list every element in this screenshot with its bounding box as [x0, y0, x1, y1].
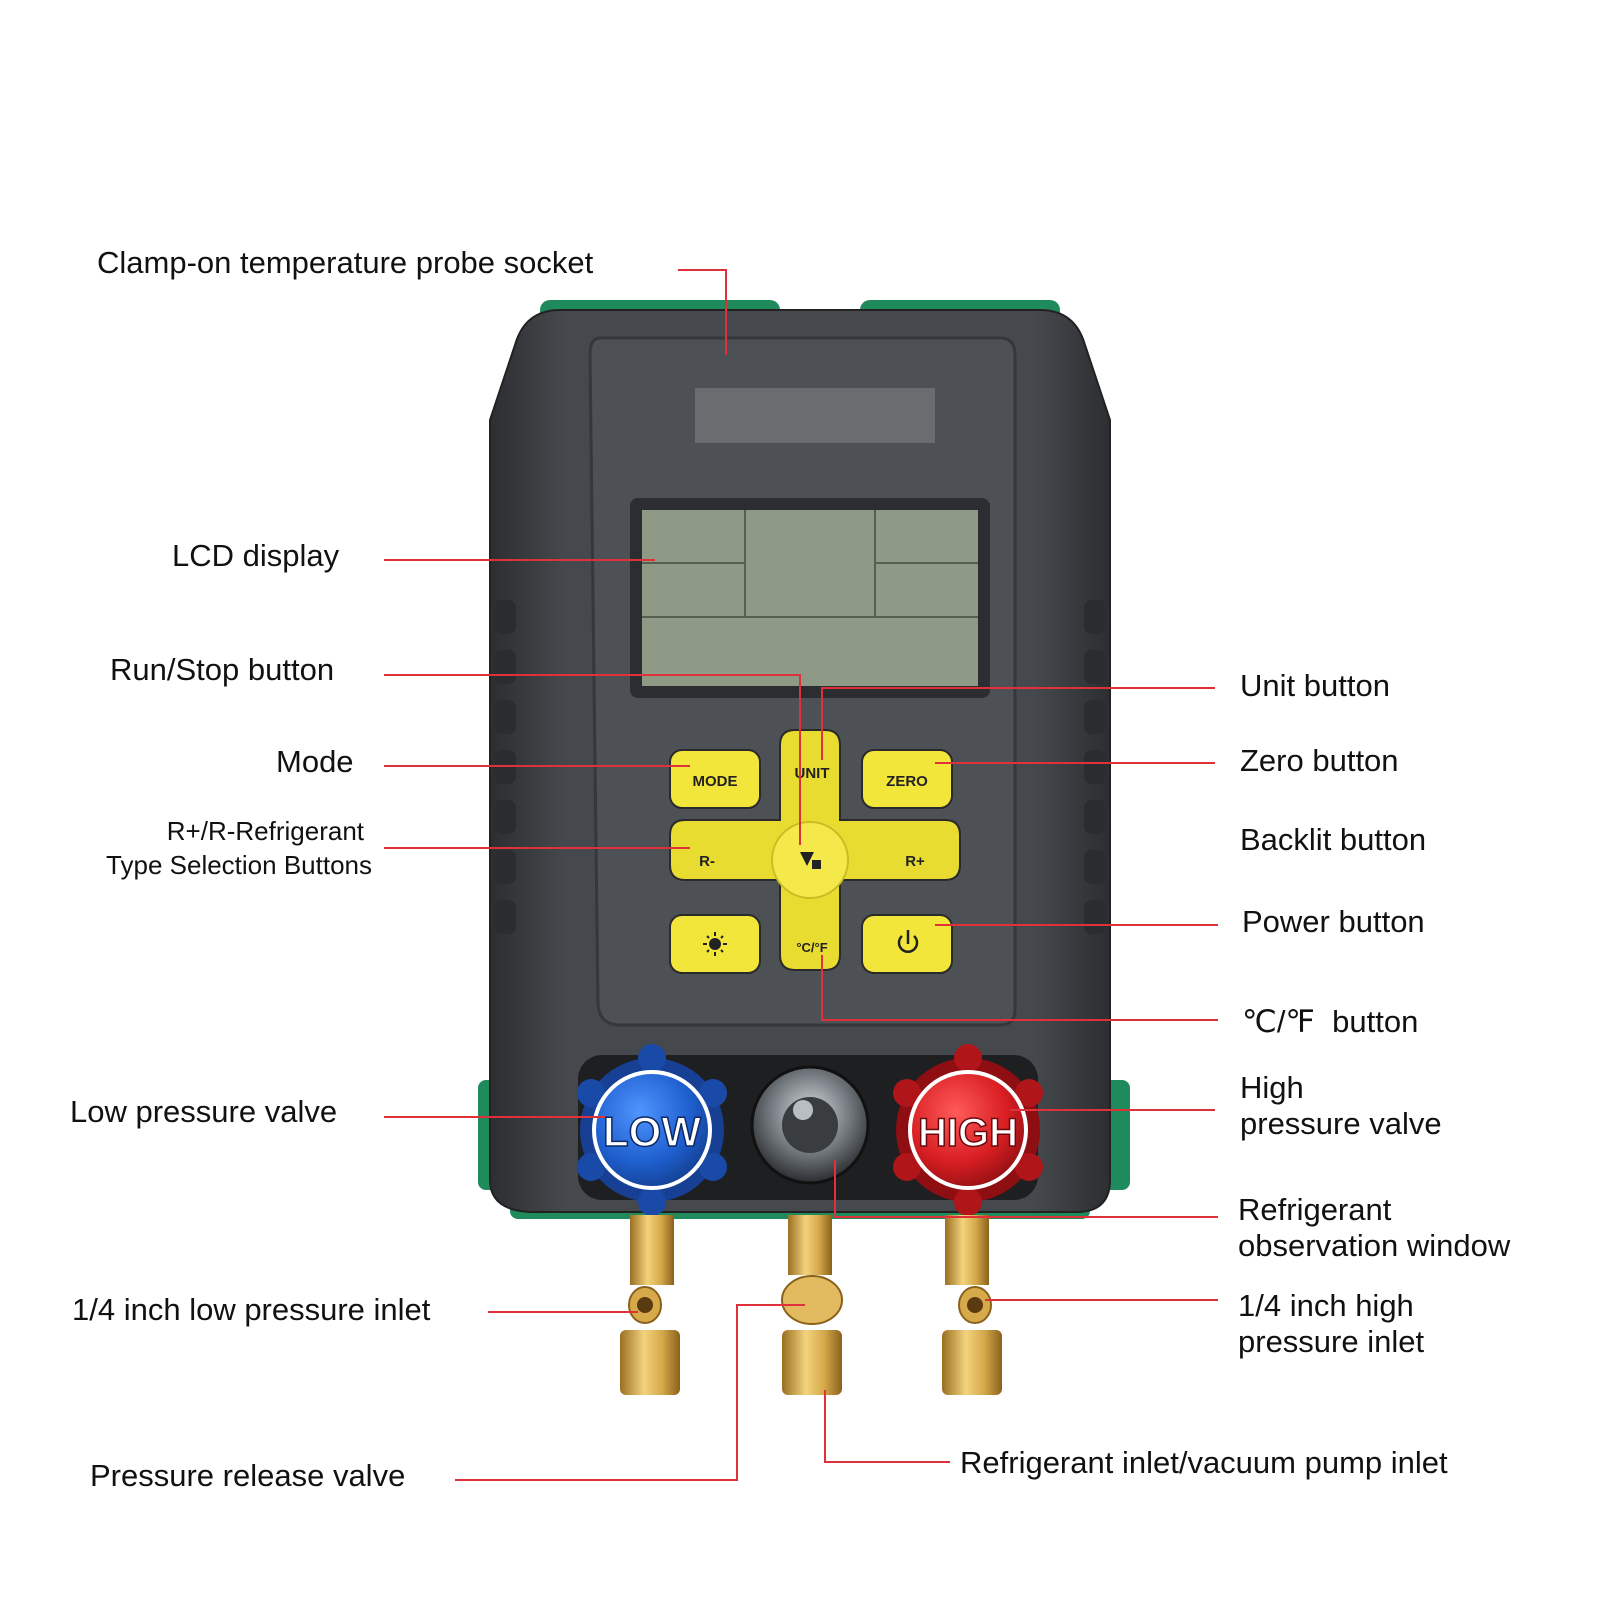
leader-unit: [821, 687, 1215, 760]
leader-vacuum-inlet: [824, 1390, 950, 1463]
label-high-inlet-line1: 1/4 inch high: [1238, 1288, 1414, 1323]
label-plate: [695, 388, 935, 443]
leader-lines: [384, 269, 1218, 1481]
leader-release-valve: [455, 1304, 805, 1481]
label-refrigerant-type: R+/R-Refrigerant Type Selection Buttons: [60, 814, 372, 882]
label-high-valve-line1: High: [1240, 1070, 1304, 1105]
label-refrigerant-type-line1: R+/R-Refrigerant: [166, 816, 364, 846]
label-power-button: Power button: [1242, 904, 1425, 939]
label-release-valve: Pressure release valve: [90, 1458, 406, 1493]
run-stop-icon[interactable]: [800, 852, 821, 869]
center-inlet-fitting: [781, 1215, 843, 1395]
label-observation-line2: observation window: [1238, 1228, 1511, 1263]
label-zero-button: Zero button: [1240, 743, 1399, 778]
unit-key[interactable]: UNIT: [795, 765, 830, 782]
label-high-inlet: 1/4 inch high pressure inlet: [1238, 1288, 1424, 1360]
r-minus-key[interactable]: R-: [699, 853, 715, 870]
zero-key[interactable]: ZERO: [886, 773, 928, 790]
label-probe-socket: Clamp-on temperature probe socket: [97, 245, 594, 280]
sun-icon[interactable]: [703, 932, 727, 956]
mode-key[interactable]: MODE: [693, 773, 738, 790]
high-inlet-fitting: [942, 1215, 1002, 1395]
label-high-valve: High pressure valve: [1240, 1070, 1442, 1142]
label-backlit-button: Backlit button: [1240, 822, 1427, 857]
label-observation-line1: Refrigerant: [1238, 1192, 1392, 1227]
label-run-stop: Run/Stop button: [110, 652, 335, 687]
observation-window: [750, 1065, 870, 1185]
r-plus-key[interactable]: R+: [905, 853, 925, 870]
temp-unit-key[interactable]: °C/°F: [796, 940, 827, 955]
label-high-valve-line2: pressure valve: [1240, 1106, 1442, 1141]
label-lcd-display: LCD display: [172, 538, 340, 573]
label-vacuum-inlet: Refrigerant inlet/vacuum pump inlet: [960, 1445, 1448, 1480]
power-icon[interactable]: [897, 930, 919, 953]
leader-probe-socket: [678, 269, 727, 355]
low-pressure-knob[interactable]: LOW: [577, 1044, 727, 1216]
high-knob-label: HIGH: [918, 1111, 1018, 1155]
label-high-inlet-line2: pressure inlet: [1238, 1324, 1425, 1359]
label-refrigerant-type-line2: Type Selection Buttons: [106, 850, 372, 880]
label-low-inlet: 1/4 inch low pressure inlet: [72, 1292, 431, 1327]
label-temp-button: ℃/℉ button: [1242, 1004, 1419, 1039]
low-inlet-fitting: [620, 1215, 680, 1395]
leader-run-stop: [384, 674, 801, 845]
label-observation-window: Refrigerant observation window: [1238, 1192, 1510, 1264]
lcd-display: [630, 498, 990, 698]
leader-temp: [821, 955, 1218, 1021]
label-low-valve: Low pressure valve: [70, 1094, 338, 1129]
label-mode: Mode: [276, 744, 354, 779]
leader-observation: [834, 1160, 1218, 1218]
low-knob-label: LOW: [603, 1108, 701, 1155]
label-unit-button: Unit button: [1240, 668, 1390, 703]
high-pressure-knob[interactable]: HIGH: [893, 1044, 1043, 1216]
